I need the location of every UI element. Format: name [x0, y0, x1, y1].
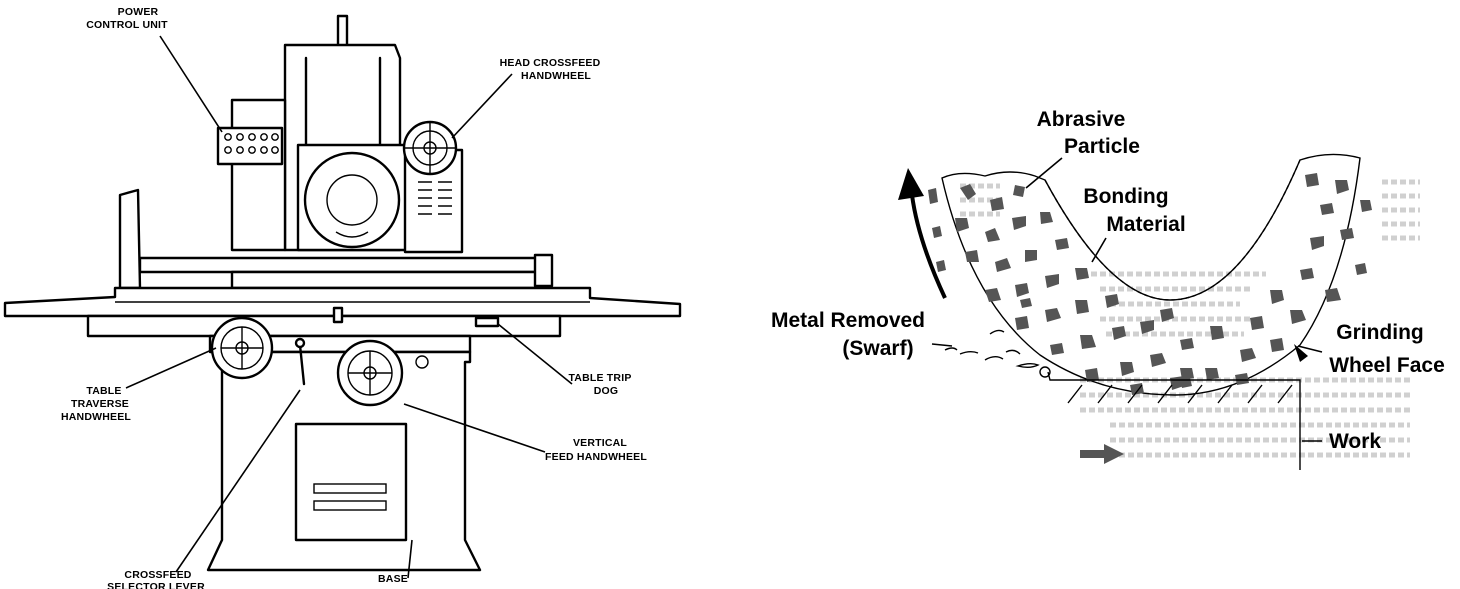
vertical-feed-handwheel	[336, 339, 404, 407]
svg-text:FEED HANDWHEEL: FEED HANDWHEEL	[545, 451, 647, 463]
magnetic-chuck	[138, 256, 547, 274]
swarf-chips	[944, 329, 1040, 368]
label-work: Work	[1329, 430, 1381, 453]
svg-text:TABLE TRIP: TABLE TRIP	[568, 372, 631, 384]
work-hatching	[1067, 384, 1293, 404]
surface-grinder-drawing	[3, 14, 682, 572]
label-base: BASE	[378, 573, 408, 585]
svg-text:HANDWHEEL: HANDWHEEL	[521, 70, 591, 82]
svg-text:Particle: Particle	[1064, 135, 1140, 158]
svg-text:VERTICAL: VERTICAL	[573, 437, 627, 449]
wheel-head	[296, 143, 412, 252]
left-housing	[230, 98, 287, 252]
label-metal-removed: Metal Removed (Swarf)	[771, 309, 925, 360]
control-buttons	[224, 133, 279, 154]
svg-text:DOG: DOG	[594, 385, 619, 397]
crossfeed-selector-lever-shape	[298, 343, 306, 386]
svg-text:(Swarf): (Swarf)	[842, 337, 913, 360]
svg-text:Metal Removed: Metal Removed	[771, 309, 925, 332]
base-door	[294, 422, 408, 542]
svg-text:SELECTOR LEVER: SELECTOR LEVER	[107, 581, 205, 589]
label-table-traverse-handwheel: TABLE TRAVERSE HANDWHEEL	[61, 385, 131, 423]
svg-text:Work: Work	[1329, 430, 1381, 453]
label-power-control-unit: POWER CONTROL UNIT	[86, 6, 168, 31]
head-crossfeed-handwheel	[402, 120, 458, 176]
label-bonding-material: Bonding Material	[1083, 185, 1185, 236]
label-table-trip-dog: TABLE TRIP DOG	[568, 372, 631, 397]
grinding-wheel-guard	[303, 151, 401, 249]
table-trip-dog-shape	[474, 316, 500, 328]
label-abrasive-particle: Abrasive Particle	[1037, 108, 1140, 158]
svg-text:POWER: POWER	[118, 6, 159, 18]
feed-arrow-icon	[1080, 444, 1124, 464]
svg-text:Material: Material	[1106, 213, 1185, 236]
svg-text:CROSSFEED: CROSSFEED	[124, 569, 191, 581]
top-rod	[336, 14, 349, 48]
rotation-arrow-icon	[898, 168, 947, 299]
backsplash-right	[533, 253, 554, 288]
background-scan-text	[960, 179, 1420, 458]
label-vertical-feed-handwheel: VERTICAL FEED HANDWHEEL	[545, 437, 647, 463]
svg-text:Bonding: Bonding	[1083, 185, 1168, 208]
table-traverse-handwheel	[210, 316, 274, 380]
saddle	[86, 314, 562, 338]
label-grinding-wheel-face: Grinding Wheel Face	[1329, 321, 1445, 377]
svg-text:HANDWHEEL: HANDWHEEL	[61, 411, 131, 423]
label-head-crossfeed-handwheel: HEAD CROSSFEED HANDWHEEL	[500, 57, 601, 82]
backsplash-left	[118, 188, 142, 290]
label-crossfeed-selector-lever: CROSSFEED SELECTOR LEVER	[107, 569, 205, 589]
vent-slots	[418, 181, 452, 215]
svg-text:BASE: BASE	[378, 573, 408, 585]
leader-lines-right	[931, 157, 1323, 442]
svg-text:CONTROL UNIT: CONTROL UNIT	[86, 19, 168, 31]
svg-text:TABLE: TABLE	[86, 385, 121, 397]
svg-text:Abrasive: Abrasive	[1037, 108, 1126, 131]
svg-text:HEAD CROSSFEED: HEAD CROSSFEED	[500, 57, 601, 69]
svg-text:TRAVERSE: TRAVERSE	[71, 398, 129, 410]
svg-text:Grinding: Grinding	[1336, 321, 1424, 344]
svg-text:Wheel Face: Wheel Face	[1329, 354, 1445, 377]
leader-lines-left	[125, 35, 573, 579]
grinding-wheel-cross-section	[928, 153, 1420, 470]
